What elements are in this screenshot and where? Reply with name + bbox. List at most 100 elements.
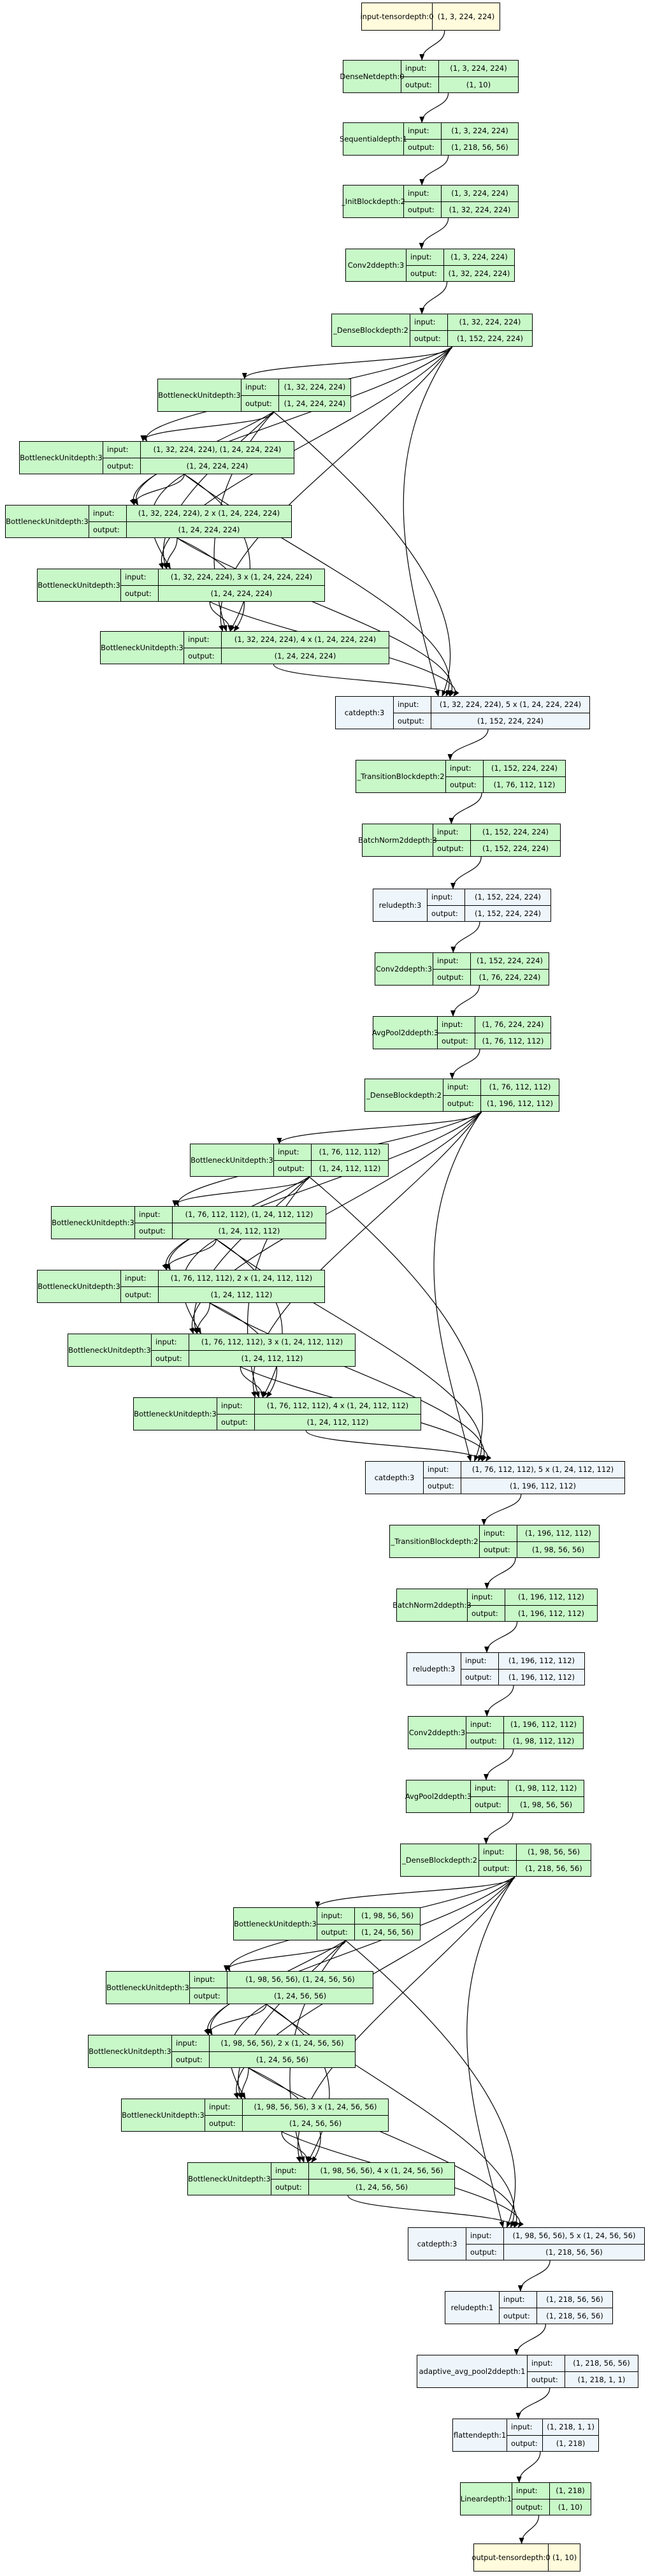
node-title: cat (374, 1473, 386, 1482)
input-label: input: (188, 635, 210, 644)
input-shape: (1, 32, 224, 224), 5 x (1, 24, 224, 224) (439, 700, 582, 709)
edge-arrow (345, 1940, 516, 2228)
output-shape: (1, 152, 224, 224) (431, 712, 589, 729)
input-shape: (1, 152, 224, 224) (476, 956, 544, 966)
output-shape: (1, 24, 56, 56) (210, 2051, 355, 2068)
node-title: BottleneckUnit (234, 1919, 289, 1928)
edge-arrow (131, 474, 185, 506)
edge-arrow (266, 2004, 330, 2163)
input-label: input: (221, 1401, 243, 1411)
edge-arrow (447, 729, 489, 760)
output-label: output: (410, 330, 447, 347)
node-depth: depth:3 (60, 517, 89, 526)
node-title: _DenseBlock (402, 1856, 449, 1865)
output-label: output: (217, 1413, 254, 1430)
node-depth: depth:3 (92, 581, 120, 590)
node-depth: depth:3 (242, 2174, 271, 2183)
output-label: output: (446, 776, 483, 793)
edge-arrow (241, 346, 453, 379)
input-shape: (1, 152, 224, 224) (474, 892, 542, 902)
output-shape: (1, 24, 56, 56) (243, 2114, 388, 2132)
output-label: output: (190, 1987, 227, 2004)
input-shape: (1, 218, 56, 56) (573, 2359, 630, 2368)
output-shape: (1, 196, 112, 112) (461, 1477, 624, 1494)
input-label: input: (93, 509, 115, 518)
input-shape: (1, 98, 112, 112) (515, 1784, 577, 1793)
output-label: output: (461, 1668, 498, 1685)
node-depth: depth:2 (377, 197, 405, 206)
input-label: input: (107, 445, 129, 455)
node-title: _DenseBlock (333, 326, 380, 335)
output-shape: (1, 196, 112, 112) (505, 1605, 597, 1622)
output-label: output: (528, 2371, 565, 2388)
edge-arrow (516, 2451, 541, 2483)
node-title: _InitBlock (342, 197, 377, 206)
node-title: BatchNorm2d (392, 1601, 443, 1610)
node-depth: depth:1 (464, 2303, 494, 2312)
output-label: output: (466, 2243, 503, 2260)
input-label: input: (428, 1465, 449, 1474)
output-shape: (1, 24, 224, 224) (141, 457, 294, 474)
input-shape: (1, 32, 224, 224) (459, 317, 521, 327)
node-depth: depth:3 (408, 836, 437, 845)
node-title: BottleneckUnit (68, 1346, 123, 1355)
input-label: input: (470, 1720, 492, 1729)
input-shape: (1, 98, 56, 56) (527, 1847, 580, 1857)
input-shape: (1, 76, 224, 224) (482, 1020, 544, 1030)
node-depth: depth:3 (375, 261, 405, 270)
edge-arrow (484, 1812, 514, 1844)
input-shape: (1, 196, 112, 112) (517, 1592, 585, 1602)
input-shape: (1, 98, 56, 56), 2 x (1, 24, 56, 56) (220, 2039, 344, 2048)
input-shape: (1, 3, 224, 224) (450, 252, 508, 262)
input-shape: (1, 196, 112, 112) (510, 1720, 577, 1729)
input-label: input: (531, 2359, 553, 2368)
output-shape: (1, 24, 56, 56) (227, 1987, 373, 2004)
edge-arrow (484, 1749, 514, 1780)
input-label: input: (125, 1274, 147, 1283)
output-shape: (1, 76, 112, 112) (475, 1032, 551, 1049)
node-depth: depth:3 (161, 1983, 189, 1992)
input-label: input: (194, 1975, 215, 1984)
edge-arrow (449, 1049, 480, 1079)
edge-arrow (237, 1940, 346, 2099)
edge-arrow (176, 537, 455, 697)
input-shape: (1, 3, 224, 224) (451, 189, 508, 198)
output-shape: (1, 218, 56, 56) (537, 2307, 612, 2324)
edge-arrow (403, 346, 453, 697)
input-label: input: (442, 1020, 463, 1030)
input-label: input: (275, 2166, 297, 2176)
input-label: input: (209, 2102, 231, 2112)
input-label: input: (511, 2422, 533, 2432)
output-label: output: (184, 647, 221, 664)
node-depth: depth:2 (380, 326, 408, 335)
node-depth: depth:3 (92, 1282, 120, 1291)
input-label: input: (483, 1847, 505, 1857)
input-label: input: (516, 2486, 538, 2496)
node-title: AvgPool2d (371, 1028, 410, 1037)
edge-arrow (248, 2067, 520, 2228)
output-shape: (1, 24, 112, 112) (189, 1350, 355, 1367)
input-label: input: (125, 572, 147, 582)
node-title: flatten (453, 2431, 478, 2440)
node-depth: depth:3 (106, 1218, 134, 1227)
